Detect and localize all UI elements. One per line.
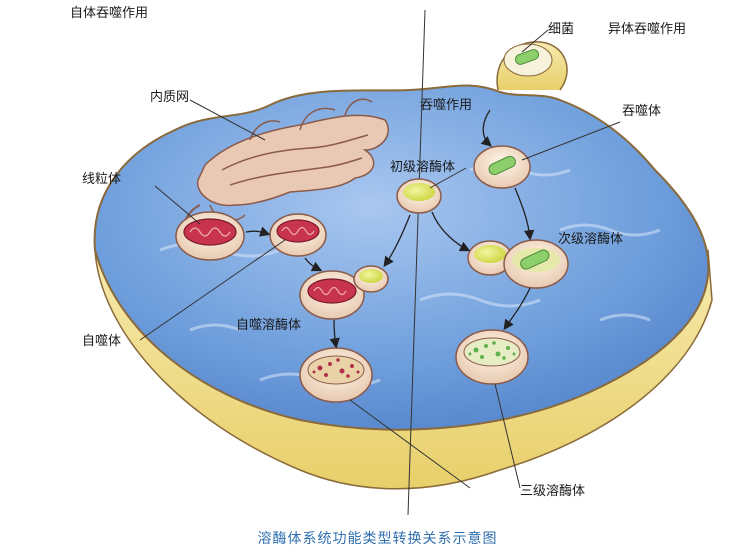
label-secondary-lysosome: 次级溶酶体: [558, 232, 624, 247]
arrow-entry-to-phagosome: [480, 109, 492, 147]
label-mitochondrion: 线粒体: [82, 172, 122, 187]
secondary-lysosome: [467, 239, 569, 289]
tertiary-lysosome-right: [455, 329, 529, 385]
label-autophagy-title: 自体吞噬作用: [70, 6, 149, 21]
label-heterophagy-title: 异体吞噬作用: [608, 22, 687, 37]
label-endoplasmic-reticulum: 内质网: [150, 90, 190, 105]
label-tertiary-lysosome: 三级溶酶体: [520, 484, 586, 499]
arrow-primary-to-secondary: [431, 211, 471, 252]
label-primary-lysosome: 初级溶酶体: [390, 160, 456, 175]
mitochondrion-vesicle: [175, 211, 245, 261]
arrow-autophagosome-to-fusion: [304, 257, 323, 272]
arrow-primary-to-fusion-left: [383, 214, 411, 268]
label-autophagosome: 自噬体: [82, 334, 122, 349]
arrow-phagosome-to-secondary: [514, 187, 535, 241]
arrow-fusion-to-autolysosome: [329, 319, 340, 349]
primary-lysosome: [396, 178, 442, 214]
flow-arrows: [245, 109, 535, 349]
autolysosome-digested: [299, 347, 373, 403]
phagosome: [473, 145, 531, 189]
autophagosome-fusing: [299, 265, 389, 320]
autophagosome: [269, 213, 327, 257]
endoplasmic-reticulum: [197, 98, 389, 221]
arrow-secondary-to-tertiary: [503, 287, 531, 331]
label-bacterium: 细菌: [548, 22, 575, 37]
divider-line: [407, 9, 426, 516]
diagram-caption: 溶酶体系统功能类型转换关系示意图: [257, 531, 498, 547]
leader-lines: [139, 29, 621, 489]
bacterium-entry: [496, 41, 568, 91]
label-autolysosome: 自噬溶酶体: [236, 318, 302, 333]
label-phagosome: 吞噬体: [622, 104, 662, 119]
arrow-mito-to-autophagosome: [245, 226, 271, 237]
label-phagocytosis: 吞噬作用: [420, 98, 473, 113]
